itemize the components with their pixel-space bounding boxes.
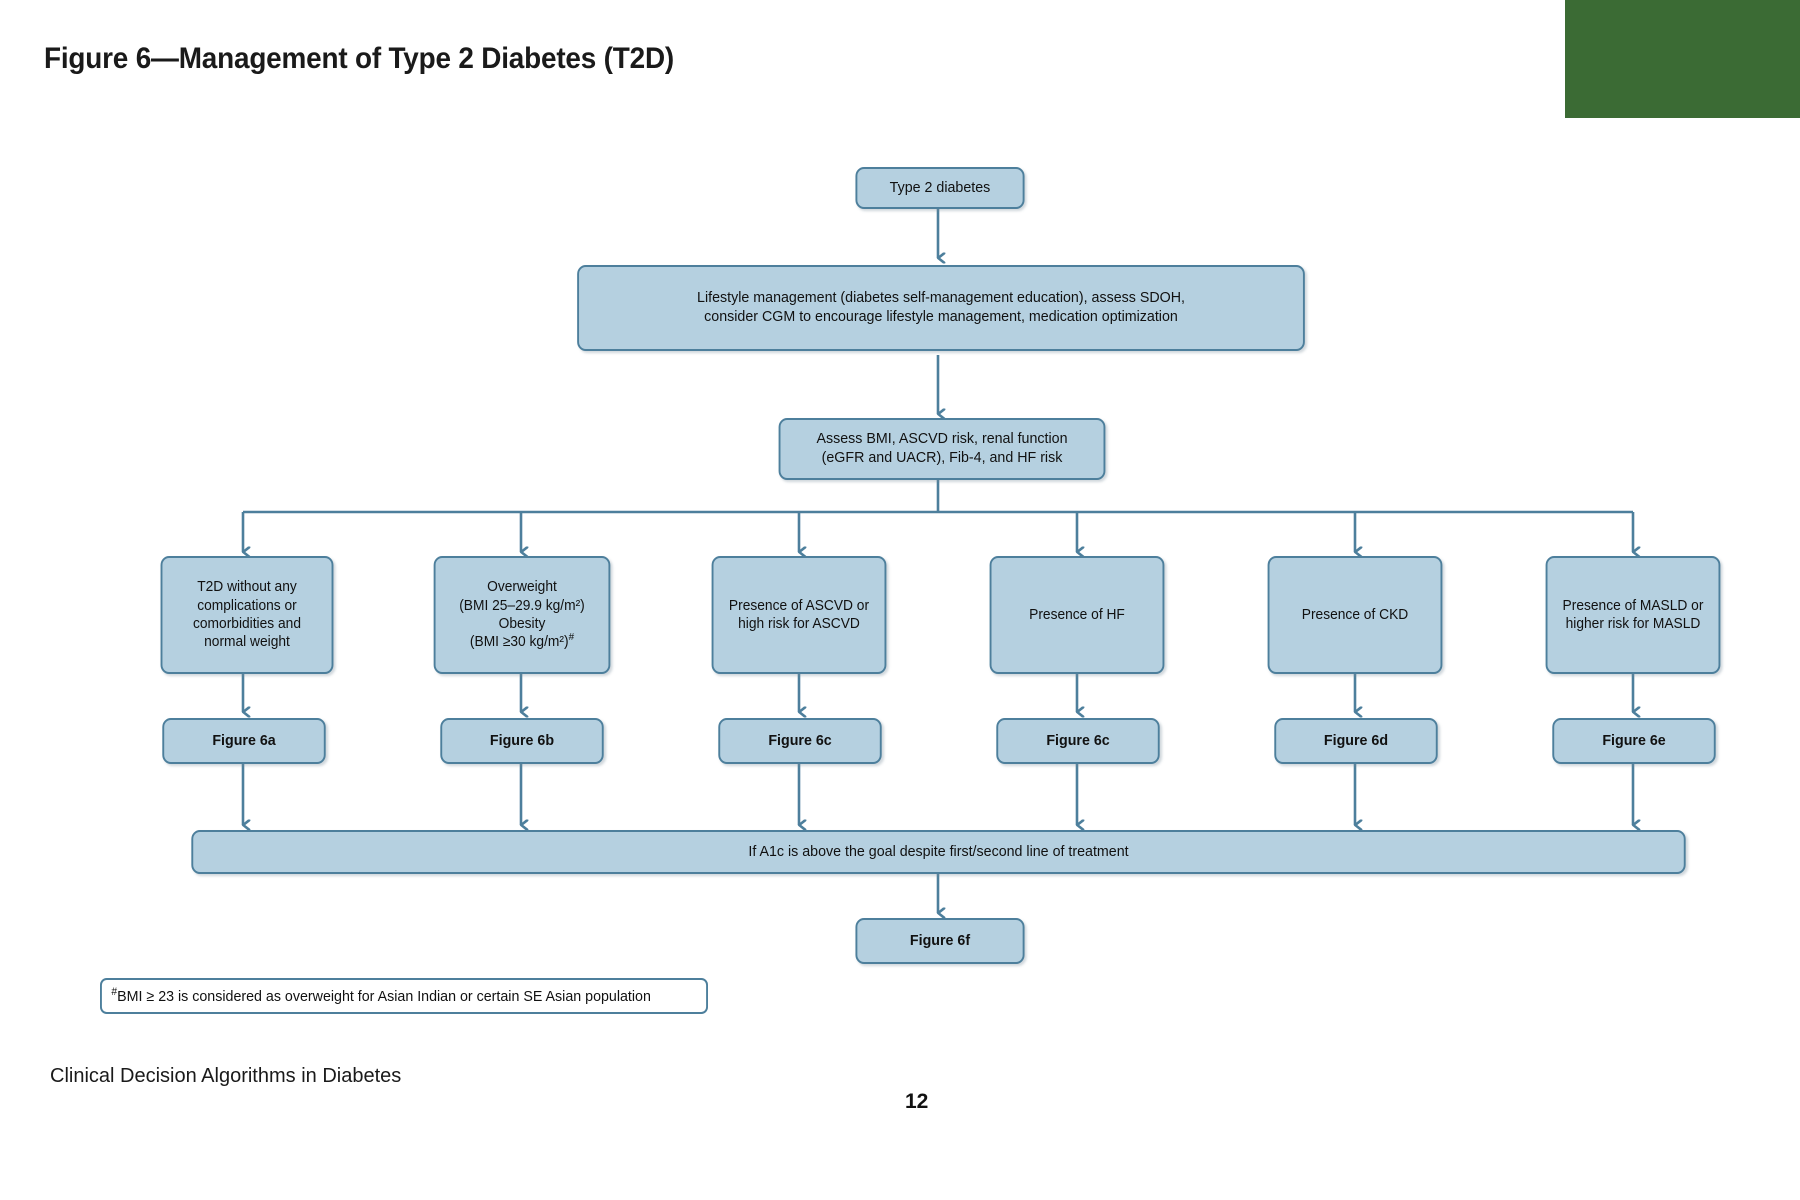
node-figure-6a[interactable]: Figure 6a <box>162 718 326 764</box>
node-figure-6b[interactable]: Figure 6b <box>440 718 604 764</box>
node-assess-risk[interactable]: Assess BMI, ASCVD risk, renal function (… <box>778 418 1106 480</box>
figure-label: Figure 6c <box>768 731 832 749</box>
figure-label: Figure 6c <box>1046 731 1110 749</box>
branch-line: higher risk for MASLD <box>1565 616 1701 632</box>
branch-line: (BMI ≥30 kg/m²)# <box>469 632 575 651</box>
node-type-2-diabetes[interactable]: Type 2 diabetes <box>855 167 1025 209</box>
node-branch-hf[interactable]: Presence of HF <box>989 556 1165 674</box>
branch-line: Obesity <box>498 616 546 632</box>
figure-label: Figure 6e <box>1602 731 1666 749</box>
branch-line: Presence of HF <box>1029 606 1125 623</box>
branch-line: normal weight <box>204 634 290 651</box>
green-corner-block <box>1565 0 1800 118</box>
branch-line: T2D without any <box>197 579 297 596</box>
node-branch-overweight-obesity[interactable]: Overweight (BMI 25–29.9 kg/m²) Obesity (… <box>433 556 611 674</box>
figure-label: Figure 6a <box>212 731 276 749</box>
node-figure-6c-ascvd[interactable]: Figure 6c <box>718 718 882 764</box>
footnote-text: #BMI ≥ 23 is considered as overweight fo… <box>111 985 651 1005</box>
branch-line: (BMI 25–29.9 kg/m²) <box>459 597 585 614</box>
branch-line: Presence of MASLD or <box>1562 597 1704 614</box>
node-figure-6e[interactable]: Figure 6e <box>1552 718 1716 764</box>
figure-label: Figure 6f <box>909 931 971 949</box>
a1c-label: If A1c is above the goal despite first/s… <box>748 842 1129 860</box>
node-figure-6d[interactable]: Figure 6d <box>1274 718 1438 764</box>
node-branch-ascvd[interactable]: Presence of ASCVD or high risk for ASCVD <box>711 556 887 674</box>
lifestyle-line-2: consider CGM to encourage lifestyle mana… <box>704 308 1178 325</box>
branch-line: complications or <box>197 597 297 614</box>
node-figure-6f[interactable]: Figure 6f <box>855 918 1025 964</box>
assess-line-1: Assess BMI, ASCVD risk, renal function <box>816 430 1068 448</box>
node-a1c-above-goal[interactable]: If A1c is above the goal despite first/s… <box>191 830 1686 874</box>
footer-document-title: Clinical Decision Algorithms in Diabetes <box>50 1065 402 1087</box>
figure-label: Figure 6b <box>489 731 555 749</box>
node-branch-no-complications[interactable]: T2D without any complications or comorbi… <box>160 556 334 674</box>
node-label: Type 2 diabetes <box>889 178 991 196</box>
node-lifestyle-management[interactable]: Lifestyle management (diabetes self-mana… <box>577 265 1305 351</box>
node-branch-ckd[interactable]: Presence of CKD <box>1267 556 1443 674</box>
footer-page-number: 12 <box>905 1090 929 1113</box>
figure-label: Figure 6d <box>1323 731 1389 749</box>
lifestyle-line-1: Lifestyle management (diabetes self-mana… <box>697 289 1185 307</box>
branch-line: comorbidities and <box>193 616 301 632</box>
page-title: Figure 6—Management of Type 2 Diabetes (… <box>44 42 675 75</box>
branch-line: Presence of CKD <box>1301 606 1409 623</box>
assess-line-2: (eGFR and UACR), Fib-4, and HF risk <box>821 449 1063 466</box>
node-branch-masld[interactable]: Presence of MASLD or higher risk for MAS… <box>1545 556 1721 674</box>
node-figure-6c-hf[interactable]: Figure 6c <box>996 718 1160 764</box>
branch-line: high risk for ASCVD <box>738 616 860 632</box>
branch-line: Overweight <box>487 579 557 596</box>
branch-line: Presence of ASCVD or <box>728 597 870 614</box>
footnote-bmi: #BMI ≥ 23 is considered as overweight fo… <box>100 978 708 1014</box>
